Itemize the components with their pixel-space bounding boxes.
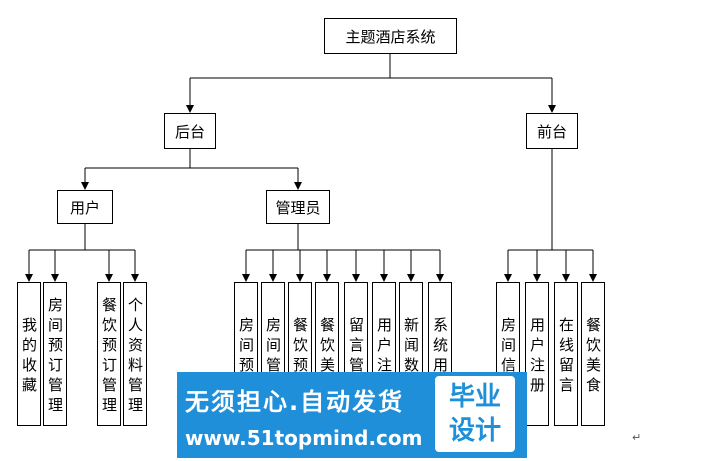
node-backend: 后台 <box>164 113 216 149</box>
watermark-badge: 毕业 设计 <box>435 376 515 452</box>
leaf-front-user-register: 用户注册 <box>525 282 549 426</box>
watermark-banner: 无须担心.自动发货 www.51topmind.com 毕业 设计 <box>177 372 527 458</box>
leaf-room-booking-mgmt: 房间预订管理 <box>43 282 67 426</box>
leaf-my-favorites: 我的收藏 <box>17 282 41 426</box>
leaf-front-online-message: 在线留言 <box>554 282 578 426</box>
leaf-dining-booking-mgmt: 餐饮预订管理 <box>97 282 121 426</box>
leaf-profile-mgmt: 个人资料管理 <box>123 282 147 426</box>
node-user: 用户 <box>57 190 113 224</box>
leaf-front-dining-food: 餐饮美食 <box>581 282 605 426</box>
node-frontend: 前台 <box>526 113 578 149</box>
paragraph-mark: ↵ <box>632 431 642 444</box>
watermark-url: www.51topmind.com <box>185 426 423 450</box>
watermark-badge-line1: 毕业 <box>448 382 501 412</box>
node-admin: 管理员 <box>266 190 330 224</box>
watermark-badge-line2: 设计 <box>448 416 501 446</box>
watermark-slogan: 无须担心.自动发货 <box>185 388 405 416</box>
node-root: 主题酒店系统 <box>324 18 457 54</box>
